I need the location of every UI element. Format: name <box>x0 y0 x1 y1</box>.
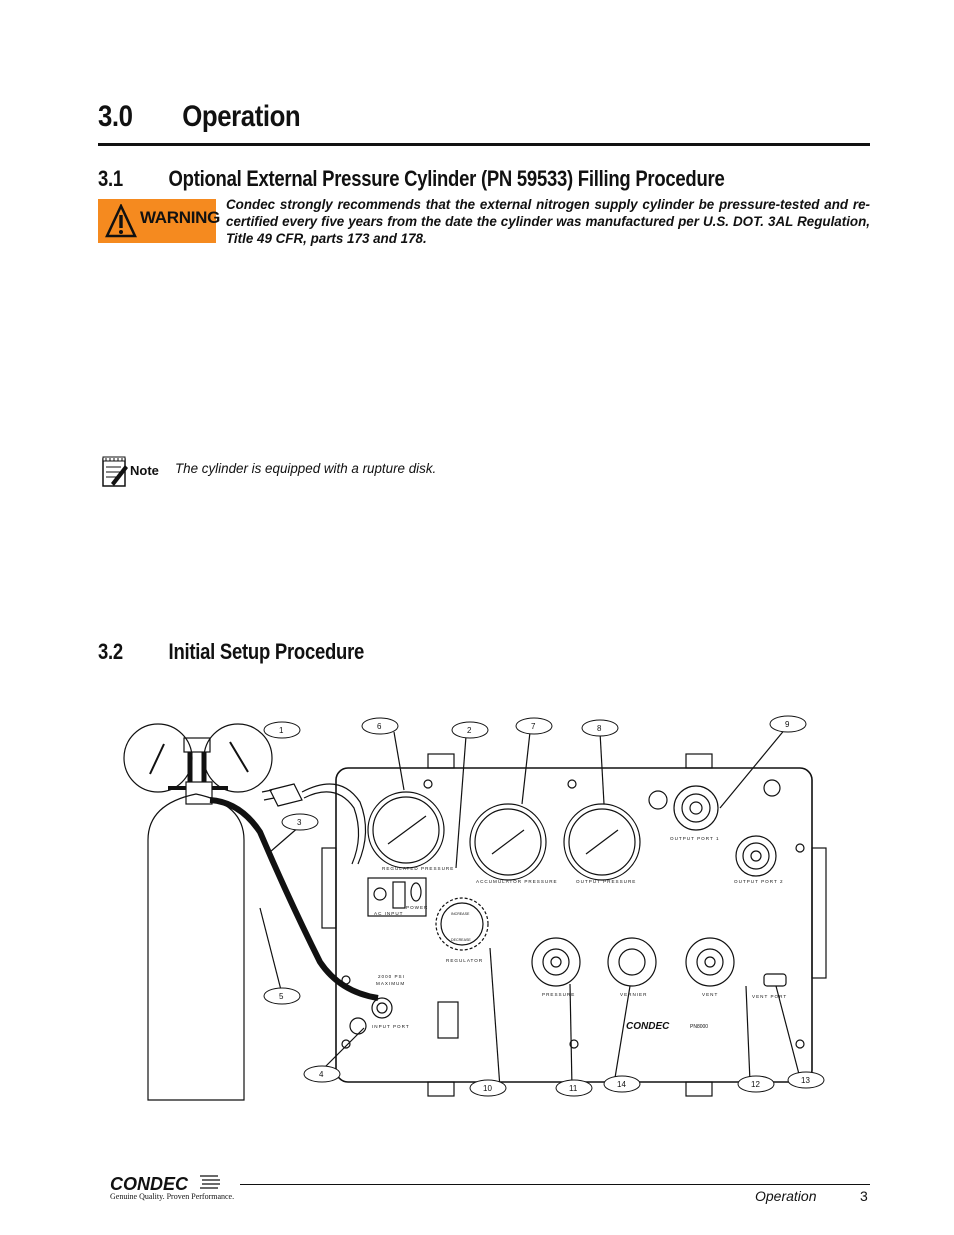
footer-tagline: Genuine Quality. Proven Performance. <box>110 1192 235 1201</box>
setup-diagram: 1 2 3 4 5 6 7 8 9 10 11 12 13 14 REGULAT… <box>123 715 827 1101</box>
label-accumulator-pressure: ACCUMULATOR PRESSURE <box>476 879 558 884</box>
section-title: Initial Setup Procedure <box>168 639 365 664</box>
section-number: 3.1 <box>98 166 123 191</box>
output-port-1 <box>673 785 719 831</box>
label-vent-port: VENT PORT <box>752 994 787 999</box>
section-number: 3.2 <box>98 639 123 664</box>
callout-6: 6 <box>377 722 382 731</box>
panel-model: PN8000 <box>690 1024 708 1030</box>
pressure-valve <box>531 937 581 987</box>
label-psi: 2000 PSI <box>378 974 405 979</box>
vernier-valve <box>607 937 657 987</box>
callout-1: 1 <box>279 726 284 735</box>
footer-brand: CONDEC <box>110 1174 189 1194</box>
instrument-panel <box>335 767 813 1083</box>
regulator-knob <box>435 897 489 951</box>
condec-logo: CONDEC <box>110 1174 220 1194</box>
input-port <box>371 997 393 1019</box>
label-ac-input: AC INPUT <box>374 911 403 916</box>
page-title-number: 3.0 <box>98 100 133 133</box>
callout-2: 2 <box>467 726 472 735</box>
label-increase: INCREASE <box>451 912 470 916</box>
label-output-port-1: OUTPUT PORT 1 <box>670 836 720 841</box>
nitrogen-cylinder <box>147 793 245 1101</box>
label-vent: VENT <box>702 992 718 997</box>
callout-11: 11 <box>569 1084 578 1093</box>
callout-7: 7 <box>531 722 536 731</box>
callout-4: 4 <box>319 1070 324 1079</box>
label-regulator: REGULATOR <box>446 958 483 963</box>
label-maximum: MAXIMUM <box>376 981 405 986</box>
callout-13: 13 <box>801 1076 810 1085</box>
warning-icon <box>105 204 137 238</box>
callout-12: 12 <box>751 1080 760 1089</box>
label-input-port: INPUT PORT <box>372 1024 410 1029</box>
note-text: The cylinder is equipped with a rupture … <box>175 461 437 476</box>
accumulator-pressure-gauge <box>469 803 547 881</box>
page-number: 3 <box>860 1188 868 1204</box>
label-pressure: PRESSURE <box>542 992 575 997</box>
vent-valve <box>685 937 735 987</box>
warning-badge: WARNING <box>98 199 220 243</box>
vent-port <box>763 973 787 987</box>
note-icon <box>102 456 128 487</box>
label-output-pressure: OUTPUT PRESSURE <box>576 879 636 884</box>
callout-8: 8 <box>597 724 602 733</box>
footer-rule <box>240 1184 870 1185</box>
panel-brand-logo: CONDEC <box>626 1021 670 1032</box>
label-power: POWER <box>406 905 428 910</box>
note-label: Note <box>130 463 159 478</box>
callout-3: 3 <box>297 818 302 827</box>
cylinder-gauge-right <box>203 723 273 793</box>
callout-9: 9 <box>785 720 790 729</box>
label-output-port-2: OUTPUT PORT 2 <box>734 879 784 884</box>
label-vernier: VERNIER <box>620 992 647 997</box>
page-title: 3.0 Operation <box>98 100 301 134</box>
footer-section-name: Operation <box>755 1188 817 1204</box>
warning-text: Condec strongly recommends that the exte… <box>226 197 870 246</box>
warning-label: WARNING <box>140 208 221 227</box>
label-decrease: DECREASE <box>451 938 471 942</box>
output-pressure-gauge <box>563 803 641 881</box>
title-rule <box>98 143 870 146</box>
callout-10: 10 <box>483 1084 492 1093</box>
page-title-text: Operation <box>182 100 301 133</box>
section-heading-3-2: 3.2 Initial Setup Procedure <box>98 639 364 665</box>
section-heading-3-1: 3.1 Optional External Pressure Cylinder (… <box>98 166 725 192</box>
output-port-2 <box>735 835 777 877</box>
callout-14: 14 <box>617 1080 626 1089</box>
regulated-pressure-gauge <box>367 791 445 869</box>
callout-5: 5 <box>279 992 284 1001</box>
section-title: Optional External Pressure Cylinder (PN … <box>168 166 725 191</box>
label-regulated-pressure: REGULATED PRESSURE <box>382 866 454 871</box>
